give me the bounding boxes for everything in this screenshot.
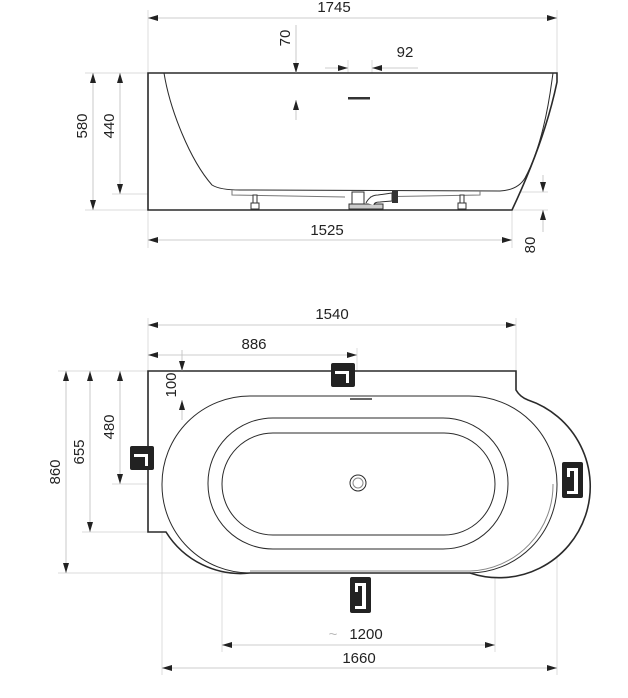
tub-bowl-ring: [207, 417, 509, 550]
overflow-marker: [348, 97, 370, 100]
dim-drain-from-back: 480: [101, 414, 118, 439]
dim-drain-position: 886: [241, 336, 266, 353]
plan-view: 1540 886 100 480 655 860 ~ 1200 1660: [47, 306, 592, 675]
tub-foot: [250, 194, 260, 210]
tub-rim: [161, 395, 558, 574]
tub-bowl-inner: [221, 432, 496, 536]
dim-overflow-offset: 70: [277, 30, 294, 47]
dim-inner-depth: 440: [101, 113, 118, 138]
dim-overflow-width: 92: [397, 44, 414, 61]
dim-overall-length: 1745: [317, 0, 350, 16]
drain-icon: [349, 474, 367, 492]
dim-back-width: 1540: [315, 306, 348, 323]
approx-symbol: ~: [329, 626, 338, 643]
dim-back-depth: 655: [71, 439, 88, 464]
dim-base-length: 1525: [310, 222, 343, 239]
dim-oval-length: 1660: [342, 650, 375, 667]
dim-overall-height: 580: [74, 113, 91, 138]
faucet-icon-wall-top: [331, 363, 355, 387]
dim-overall-depth: 860: [47, 459, 64, 484]
tub-side-outline: [147, 72, 558, 211]
dim-inner-length: 1200: [349, 626, 382, 643]
faucet-icon-freestanding-right: [562, 462, 583, 498]
tub-plan-outline: [147, 370, 592, 579]
waste-trap: [348, 191, 398, 210]
side-view: 1745 1525 580 440 70 92 80: [74, 0, 558, 254]
tub-side-bowl: [163, 72, 554, 192]
faucet-icon-wall-left: [130, 446, 154, 470]
faucet-icon-freestanding-bottom: [350, 577, 371, 613]
dim-waste-height: 80: [522, 237, 539, 254]
tub-foot: [457, 194, 467, 210]
dim-overflow-offset-plan: 100: [163, 372, 180, 397]
